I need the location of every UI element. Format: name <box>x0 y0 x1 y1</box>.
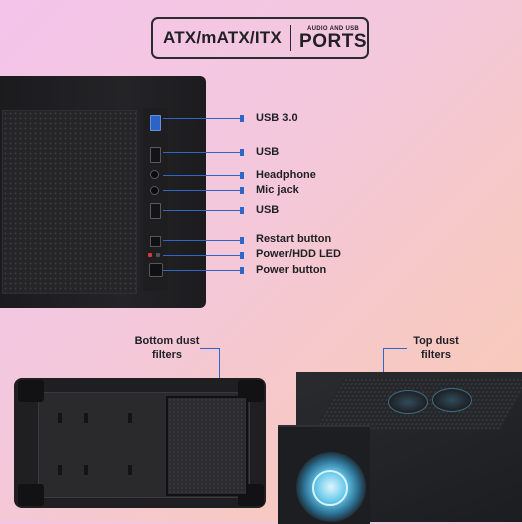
callout-line <box>200 348 220 349</box>
badge-ports-group: AUDIO AND USB PORTS <box>299 26 367 51</box>
badge-divider <box>289 25 292 51</box>
badge-title: PORTS <box>299 30 367 52</box>
callout-marker <box>240 237 244 244</box>
callout-marker <box>240 115 244 122</box>
port-label-usb3: USB 3.0 <box>256 112 298 124</box>
io-port-strip <box>143 108 168 291</box>
case-foot <box>18 484 44 506</box>
top-dust-filters-label: Top dust filters <box>396 334 476 362</box>
top-fan-icon <box>388 390 428 414</box>
top-dust-filters-line2: filters <box>421 349 451 361</box>
callout-marker <box>240 187 244 194</box>
bottom-dust-filters-line2: filters <box>152 349 182 361</box>
restart-button-icon <box>150 236 161 247</box>
bottom-dust-filters-line1: Bottom dust <box>134 335 200 347</box>
callout-marker <box>240 207 244 214</box>
callout-marker <box>240 172 244 179</box>
callout-marker <box>240 252 244 259</box>
led-indicator-icon <box>156 253 160 257</box>
form-factor-title: ATX/mATX/ITX <box>163 28 282 47</box>
callout-marker <box>240 267 244 274</box>
usb3-port-icon <box>150 115 161 131</box>
headphone-jack-icon <box>150 170 159 179</box>
power-button-icon <box>149 263 163 277</box>
top-fan-icon <box>432 388 472 412</box>
port-label-mic-jack: Mic jack <box>256 184 299 196</box>
port-label-power-button: Power button <box>256 264 327 276</box>
callout-line <box>163 118 241 119</box>
header-badge: ATX/mATX/ITX AUDIO AND USB PORTS <box>151 17 369 59</box>
mount-slot <box>84 413 88 423</box>
callout-line <box>163 270 241 271</box>
port-label-usb: USB <box>256 146 280 158</box>
usb-port-icon <box>150 203 161 219</box>
top-dust-filters-line1: Top dust <box>413 335 459 347</box>
callout-line <box>163 240 241 241</box>
port-label-restart-button: Restart button <box>256 233 332 245</box>
mount-slot <box>128 465 132 475</box>
mic-jack-icon <box>150 186 159 195</box>
port-label-usb: USB <box>256 204 280 216</box>
port-label-power-hdd-led: Power/HDD LED <box>256 248 341 260</box>
mount-slot <box>58 413 62 423</box>
front-mesh-panel <box>2 110 137 294</box>
fan-ring-icon <box>312 470 348 506</box>
callout-line <box>163 210 241 211</box>
callout-line <box>163 190 241 191</box>
callout-line <box>163 255 241 256</box>
case-foot <box>18 380 44 402</box>
badge-subtitle: AUDIO AND USB <box>307 25 360 32</box>
callout-line <box>383 348 407 349</box>
callout-marker <box>240 149 244 156</box>
port-label-headphone: Headphone <box>256 169 316 181</box>
bottom-dust-filter-panel <box>166 396 248 496</box>
callout-line <box>163 175 241 176</box>
callout-line <box>163 152 241 153</box>
mount-slot <box>58 465 62 475</box>
mount-slot <box>128 413 132 423</box>
bottom-dust-filters-label: Bottom dust filters <box>112 334 222 362</box>
led-indicator-icon <box>148 253 152 257</box>
usb-port-icon <box>150 147 161 163</box>
mount-slot <box>84 465 88 475</box>
